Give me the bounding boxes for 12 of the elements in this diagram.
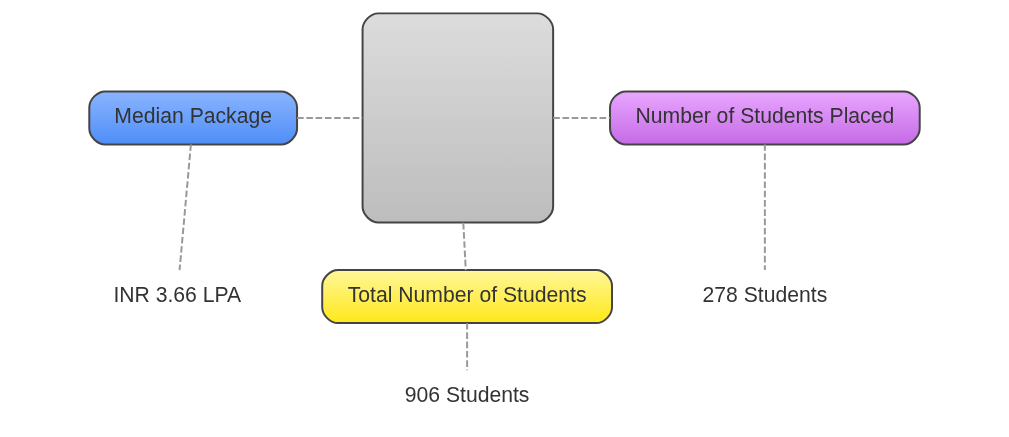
connector bbox=[178, 143, 192, 272]
node-box: Total Number of Students bbox=[321, 269, 613, 325]
connector bbox=[763, 143, 766, 272]
node-text: 278 Students bbox=[702, 282, 828, 306]
node-box bbox=[361, 12, 555, 224]
node-box: Median Package bbox=[88, 90, 299, 146]
connector bbox=[466, 322, 469, 372]
node-text: INR 3.66 LPA bbox=[113, 282, 242, 306]
node-text: 906 Students bbox=[404, 383, 530, 407]
connector bbox=[552, 116, 611, 119]
node-box: Number of Students Placed bbox=[609, 90, 921, 146]
connector bbox=[462, 221, 467, 272]
